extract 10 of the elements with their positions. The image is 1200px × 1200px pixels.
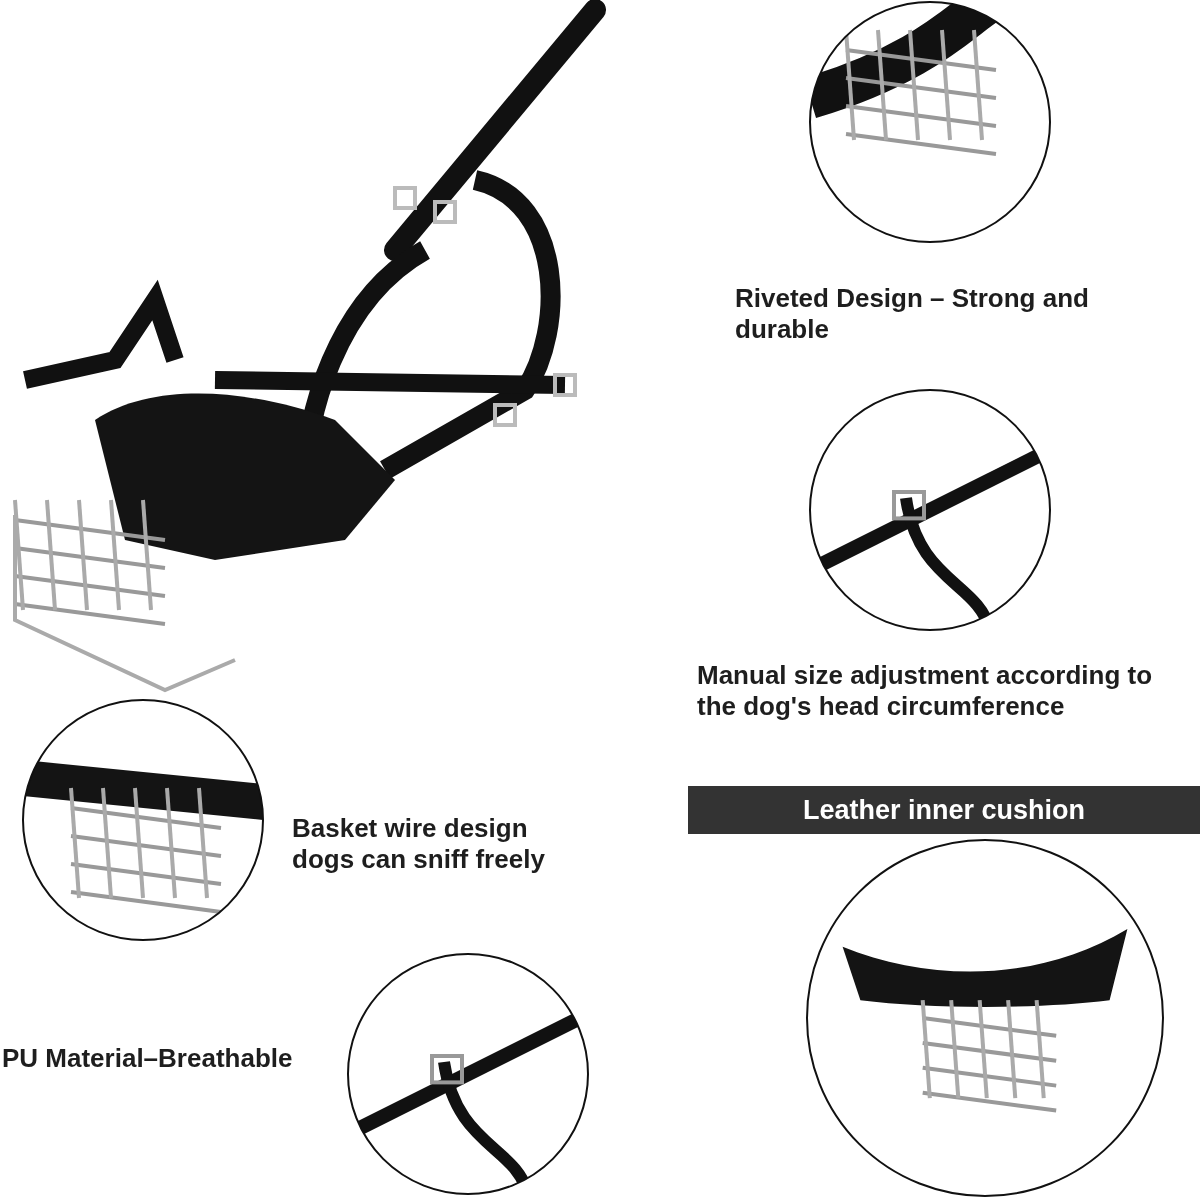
- closeup-photo-drawing: [807, 0, 1053, 245]
- closeup-photo-drawing: [804, 837, 1166, 1199]
- caption-text: Manual size adjustment according to the dog's head circumference: [697, 660, 1154, 722]
- caption-banner: Leather inner cushion: [688, 786, 1200, 834]
- caption-text: Riveted Design – Strong and durable: [735, 283, 1090, 345]
- caption-text: Basket wire design dogs can sniff freely: [292, 813, 546, 875]
- closeup-photo-drawing: [345, 951, 591, 1197]
- caption-text: PU Material–Breathable: [2, 1043, 294, 1074]
- closeup-photo-drawing: [20, 697, 266, 943]
- closeup-photo-drawing: [807, 387, 1053, 633]
